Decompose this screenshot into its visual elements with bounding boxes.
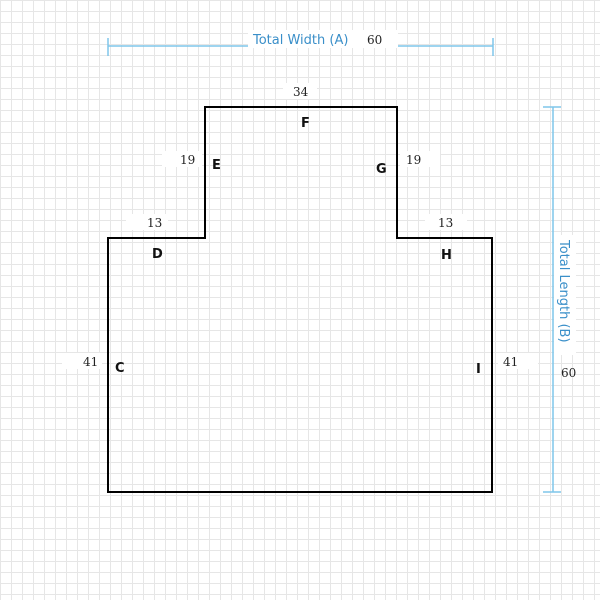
total-width-label-bg — [248, 30, 398, 48]
edge-i-value: 41 — [503, 355, 518, 369]
edge-h: 13 H — [425, 214, 467, 263]
total-length-value: 60 — [561, 366, 576, 380]
edge-g: 19 G — [376, 151, 440, 177]
edge-f-letter: F — [301, 116, 310, 131]
edge-c: 41 C — [62, 353, 125, 376]
edge-d: 13 D — [126, 214, 168, 262]
edge-c-letter: C — [115, 361, 125, 376]
edge-f-value: 34 — [293, 85, 309, 99]
total-length-label-bg — [554, 235, 576, 355]
edge-i-value-bg — [498, 353, 538, 369]
edge-i: 41 I — [476, 353, 538, 377]
total-length-label: Total Length (B) — [556, 239, 571, 343]
edge-d-value: 13 — [147, 216, 162, 230]
edge-g-letter: G — [376, 162, 387, 177]
edge-h-letter: H — [441, 248, 452, 263]
edge-f: 34 F — [283, 83, 317, 131]
total-width-dimension: Total Width (A) 60 — [107, 30, 494, 56]
edge-e: 19 E — [162, 151, 221, 173]
edge-g-value: 19 — [406, 153, 421, 167]
shape-outline — [107, 106, 493, 493]
edge-e-letter: E — [212, 158, 221, 173]
edge-d-value-bg — [126, 214, 168, 230]
edge-e-value-bg — [162, 151, 202, 167]
edge-c-value: 41 — [83, 355, 98, 369]
edge-h-value-bg — [425, 214, 467, 230]
total-width-value: 60 — [367, 33, 382, 47]
edge-i-letter: I — [476, 362, 481, 377]
edge-g-value-bg — [400, 151, 440, 167]
total-length-dimension: Total Length (B) 60 — [543, 106, 576, 493]
edge-h-value: 13 — [438, 216, 453, 230]
edge-f-value-bg — [283, 83, 317, 99]
edge-e-value: 19 — [180, 153, 195, 167]
edge-c-value-bg — [62, 353, 102, 369]
edge-d-letter: D — [152, 247, 163, 262]
total-width-label: Total Width (A) — [252, 33, 348, 48]
